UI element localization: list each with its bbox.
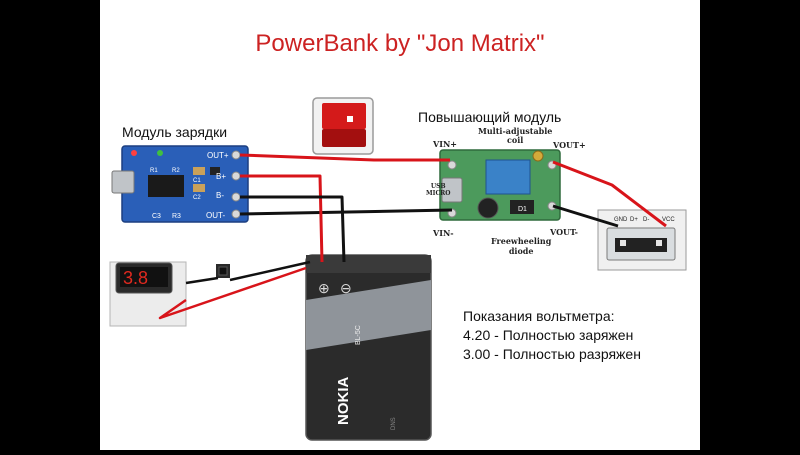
wire-vout-plus-usb — [552, 160, 667, 228]
battery-minus-mark: ⊖ — [340, 280, 352, 296]
charge-pin-out-minus: OUT- — [206, 211, 225, 220]
voltmeter-reading-empty: 3.00 - Полностью разряжен — [463, 346, 641, 362]
battery-watermark: DNS — [391, 417, 397, 430]
battery-model: BL-5C — [355, 325, 362, 345]
usb-pin-vcc: VCC — [662, 217, 675, 223]
charge-part-r3: R3 — [172, 213, 181, 220]
boost-module: D1 — [439, 149, 561, 221]
push-button — [216, 264, 230, 278]
charge-part-c2: C2 — [193, 195, 201, 201]
wire-voltmeter-battery — [158, 266, 307, 320]
boost-chip-label: D1 — [518, 206, 527, 213]
usb-pin-dplus: D+ — [630, 217, 638, 223]
boost-diode-label: Freewheeling diode — [491, 236, 552, 256]
charge-pin-b-minus: B- — [216, 191, 224, 200]
charge-part-r2: R2 — [172, 168, 180, 174]
boost-usb-micro-label: USB MICRO — [426, 183, 451, 197]
charge-pin-b-plus: B+ — [216, 172, 226, 181]
boost-coil — [477, 197, 499, 219]
boost-vin-minus-label: VIN- — [433, 228, 454, 238]
wire-b-minus-battery — [240, 195, 346, 263]
wire-voltmeter-button — [185, 276, 219, 285]
voltmeter: 3.8 — [109, 261, 187, 327]
boost-vin-plus-label: VIN+ — [433, 139, 457, 149]
wire-out-minus-vin-minus — [239, 208, 453, 216]
boost-diode — [510, 200, 534, 214]
battery-plus-mark: ⊕ — [318, 280, 330, 296]
battery: ⊕ ⊖ BL-5C NOKIA DNS — [305, 254, 432, 441]
wires — [158, 153, 667, 320]
boost-coil-label: Multi-adjustable coil — [478, 126, 553, 145]
boost-vout-minus-label: VOUT- — [550, 227, 578, 237]
rocker-switch — [312, 97, 374, 155]
charge-part-r1: R1 — [150, 168, 158, 174]
usb-pin-gnd: GND — [614, 217, 628, 223]
boost-module-label: Повышающий модуль — [418, 109, 562, 125]
boost-micro-usb — [441, 177, 463, 203]
charge-module-label: Модуль зарядки — [122, 124, 228, 140]
boost-trim-screw — [532, 150, 544, 162]
wire-vout-minus-usb — [552, 204, 619, 228]
charge-part-c3: C3 — [152, 213, 161, 220]
page-title: PowerBank by "Jon Matrix" — [255, 30, 545, 57]
boost-potentiometer — [485, 159, 531, 195]
boost-vout-plus-label: VOUT+ — [553, 140, 586, 150]
voltmeter-digits: 3.8 — [123, 268, 148, 288]
voltmeter-reading-full: 4.20 - Полностью заряжен — [463, 327, 634, 343]
charge-pin-out-plus: OUT+ — [207, 151, 229, 160]
battery-brand: NOKIA — [335, 377, 352, 426]
charge-part-c1: C1 — [193, 178, 201, 184]
micro-usb-connector — [111, 170, 135, 194]
wire-button-battery — [229, 260, 311, 282]
charge-chip — [148, 175, 184, 197]
usb-pin-dminus: D- — [643, 217, 649, 223]
wire-b-plus-battery — [240, 174, 324, 263]
wire-out-plus-vin-plus — [239, 153, 450, 162]
charge-module: OUT+ B+ B- OUT- C3 R3 C1 C2 R1 R2 — [111, 145, 249, 223]
usb-a-port: GND D+ D- VCC — [597, 209, 687, 271]
voltmeter-readings-heading: Показания вольтметра: — [463, 308, 615, 324]
